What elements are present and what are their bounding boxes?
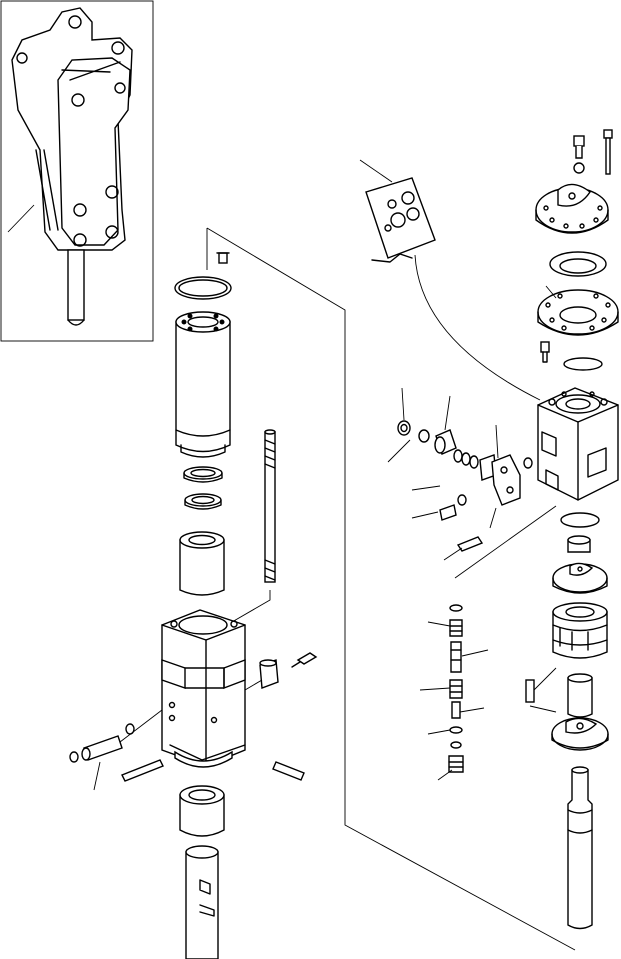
valve-adapter-parts bbox=[387, 387, 557, 579]
valve-spool bbox=[552, 602, 608, 659]
seal-kit bbox=[359, 159, 436, 263]
cylinder bbox=[175, 311, 231, 458]
upper-bushing bbox=[179, 531, 225, 596]
cylinder-top-plug bbox=[216, 252, 230, 264]
head-bolts bbox=[573, 129, 613, 175]
diaphragm bbox=[549, 251, 607, 277]
cylinder-group bbox=[174, 252, 232, 596]
inset-frame bbox=[0, 0, 154, 342]
valve-housing bbox=[537, 387, 619, 501]
chisel bbox=[185, 845, 219, 959]
lower-o-ring bbox=[560, 512, 600, 528]
accumulator-body bbox=[537, 289, 619, 336]
valve-disc bbox=[552, 562, 608, 594]
front-head bbox=[161, 609, 246, 768]
piston-head bbox=[529, 705, 609, 751]
breaker-unit-overview bbox=[0, 0, 154, 342]
head-small-bolt bbox=[540, 341, 550, 363]
piston bbox=[567, 766, 593, 930]
tie-rod bbox=[231, 429, 276, 623]
assembly-guide-lines bbox=[206, 227, 576, 951]
leader-lines bbox=[545, 285, 557, 299]
front-head-pins bbox=[69, 709, 305, 791]
top-o-ring bbox=[174, 276, 232, 300]
head-o-ring bbox=[563, 357, 603, 371]
check-valve-stack bbox=[419, 604, 489, 781]
stop-pin bbox=[69, 723, 135, 763]
accumulator-cover bbox=[535, 183, 609, 234]
side-plug bbox=[244, 652, 318, 691]
lower-bushing bbox=[179, 785, 225, 837]
cylinder-seals bbox=[183, 466, 223, 510]
valve-sleeve bbox=[567, 673, 593, 718]
valve-pin bbox=[525, 667, 557, 703]
valve-cap bbox=[567, 535, 591, 553]
